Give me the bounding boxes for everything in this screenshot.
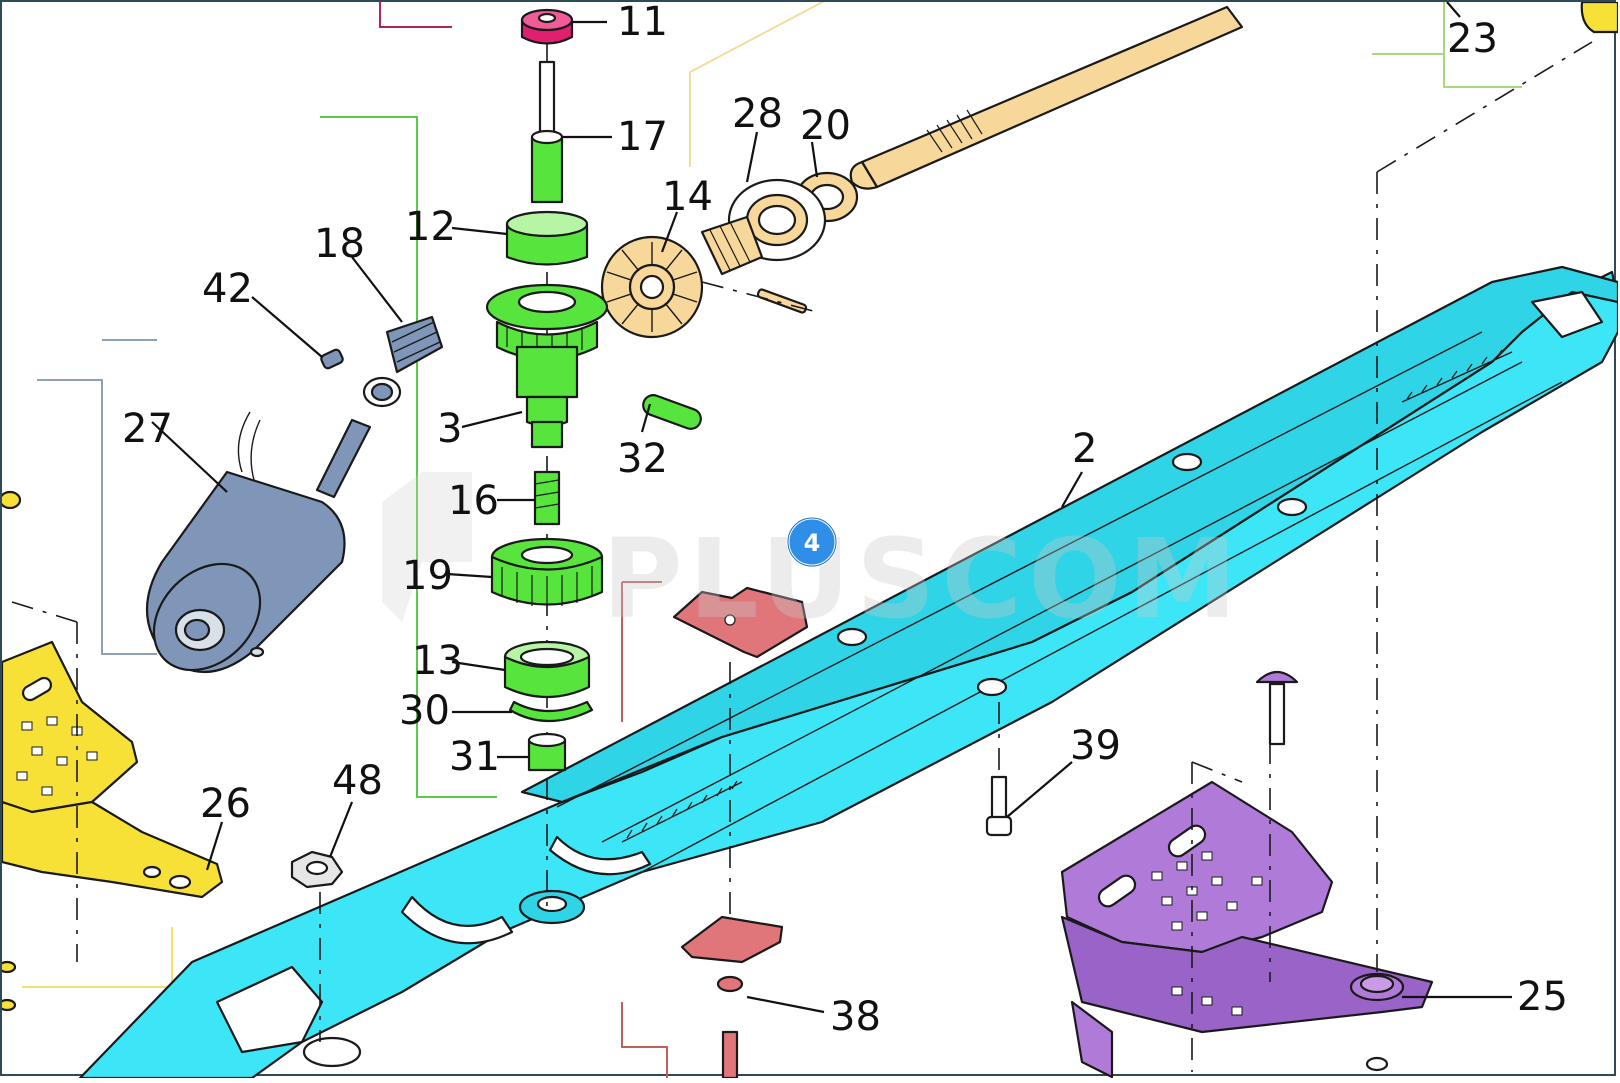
label-part-26: 26: [200, 781, 251, 827]
label-part-42: 42: [202, 266, 253, 312]
label-part-25: 25: [1517, 974, 1568, 1020]
label-part-16: 16: [448, 478, 499, 524]
label-part-27: 27: [122, 406, 173, 452]
label-part-12: 12: [405, 204, 456, 250]
label-part-30: 30: [399, 688, 450, 734]
spring-part-18: [320, 315, 444, 408]
badge-label-part-4: 4: [804, 529, 821, 557]
part-labels: 11 17 12 14 28 20 18 42 27 3 32 16 19 13…: [122, 0, 1568, 1040]
label-part-32: 32: [617, 436, 668, 482]
rail-part-2: [78, 265, 1620, 1080]
label-part-18: 18: [314, 221, 365, 267]
leader-lines: [151, 1, 1512, 1014]
label-part-17: 17: [617, 114, 668, 160]
gear-stack: [485, 8, 702, 907]
label-part-23: 23: [1447, 16, 1498, 62]
label-part-2: 2: [1072, 426, 1097, 472]
watermark: PLUSCOM: [382, 472, 1243, 643]
label-part-48: 48: [332, 758, 383, 804]
label-part-39: 39: [1070, 723, 1121, 769]
label-part-28: 28: [732, 91, 783, 137]
watermark-text: PLUSCOM: [602, 515, 1243, 643]
selected-part-badge[interactable]: 4: [786, 516, 838, 568]
group-brackets: [22, 0, 1522, 1078]
label-part-13: 13: [412, 638, 463, 684]
label-part-3: 3: [437, 406, 462, 452]
label-part-20: 20: [800, 103, 851, 149]
bracket-left: [0, 640, 224, 899]
pad-part-4: [672, 586, 809, 964]
motor-part-27: [146, 411, 372, 673]
label-part-31: 31: [449, 734, 500, 780]
label-part-11: 11: [617, 2, 668, 45]
bracket-right: [1060, 670, 1434, 1079]
worm-shaft-assembly: [600, 5, 1244, 339]
label-part-19: 19: [402, 553, 453, 599]
label-part-38: 38: [830, 994, 881, 1040]
label-part-14: 14: [662, 174, 713, 220]
